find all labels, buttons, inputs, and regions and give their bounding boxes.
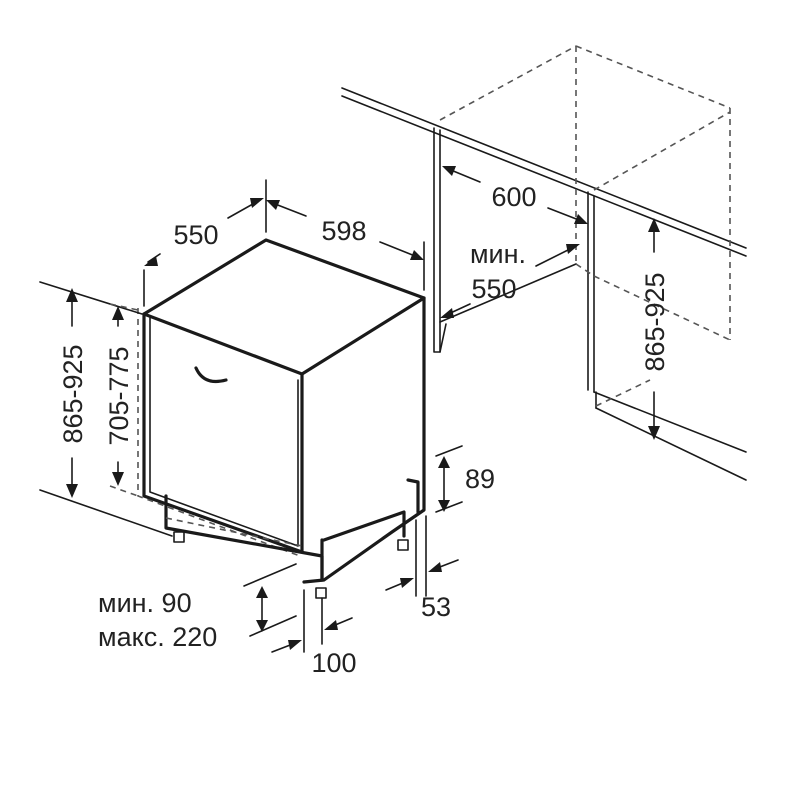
foot-rear-right bbox=[397, 539, 409, 551]
niche-dash-bottom bbox=[593, 275, 731, 341]
dim-100-arrow-left bbox=[288, 640, 302, 650]
niche-scene: 600 мин. 550 865-925 bbox=[341, 45, 747, 481]
foot-front-left bbox=[173, 531, 185, 543]
label-foot-offset: 53 bbox=[421, 592, 451, 622]
niche-dash-bottom-join bbox=[575, 263, 595, 277]
dim-705-ext-bottom bbox=[109, 485, 139, 497]
dim-550-arrow-right bbox=[250, 198, 264, 208]
unit-top-face bbox=[142, 238, 426, 376]
dim-865-arrow-top bbox=[66, 288, 78, 302]
right-cabinet-floor bbox=[595, 407, 747, 481]
dim-550-arrow-left bbox=[144, 256, 158, 266]
right-cabinet-base bbox=[593, 391, 747, 453]
dim-90-arrow-bottom bbox=[256, 620, 268, 632]
unit-rear-step bbox=[406, 478, 420, 514]
label-niche-depth-value: 550 bbox=[471, 274, 516, 304]
label-unit-depth: 550 bbox=[173, 220, 218, 250]
dim-53-arrow-right bbox=[428, 562, 442, 572]
dim-550-arrow-lower bbox=[440, 308, 454, 318]
unit-dimensions: 550 598 865-925 705-775 89 bbox=[58, 179, 495, 678]
dim-550-arrow-upper bbox=[566, 244, 580, 254]
dim-89-ext-bottom bbox=[435, 501, 463, 513]
dim-598-arrow-left bbox=[266, 200, 280, 210]
ref-line-top-left bbox=[39, 281, 143, 315]
niche-dash-top-left bbox=[439, 45, 577, 121]
label-niche-height: 865-925 bbox=[640, 272, 670, 371]
dim-90-ext-bottom bbox=[249, 615, 297, 637]
dim-niche-height-arrow-top bbox=[648, 218, 660, 232]
dim-598-arrow-right bbox=[410, 250, 424, 260]
countertop-edge-top bbox=[341, 87, 747, 249]
dim-90-ext-top bbox=[243, 563, 297, 587]
niche-dash-top-back bbox=[575, 45, 731, 109]
dim-100-arrow-right bbox=[324, 620, 338, 630]
door-handle bbox=[194, 366, 228, 384]
label-inner-height: 705-775 bbox=[104, 346, 134, 445]
niche-floor-left bbox=[439, 263, 577, 323]
label-niche-width: 600 bbox=[491, 182, 536, 212]
dishwasher-unit bbox=[39, 238, 426, 599]
dim-89-arrow-bottom bbox=[438, 500, 450, 512]
unit-base-side bbox=[322, 510, 406, 542]
door-panel-dash bbox=[137, 308, 301, 557]
label-unit-height: 865-925 bbox=[58, 344, 88, 443]
label-unit-width: 598 bbox=[321, 216, 366, 246]
label-plinth-max: макс. 220 bbox=[98, 622, 217, 652]
label-plinth-height: 89 bbox=[465, 464, 495, 494]
dim-niche-height-arrow-bottom bbox=[648, 426, 660, 440]
dim-705-ext-top bbox=[109, 303, 139, 311]
label-niche-depth-prefix: мин. bbox=[470, 239, 526, 269]
dim-705-arrow-bottom bbox=[112, 472, 124, 486]
countertop-edge-bottom bbox=[341, 95, 747, 257]
niche-dash-floor bbox=[595, 379, 651, 407]
label-plinth-min: мин. 90 bbox=[98, 588, 192, 618]
dim-53-arrow-left bbox=[400, 578, 414, 588]
dim-600-arrow-left bbox=[442, 166, 456, 176]
left-cabinet-corner bbox=[439, 323, 447, 353]
unit-side-face bbox=[302, 296, 426, 584]
floor-line-left bbox=[39, 489, 173, 537]
unit-front-face bbox=[142, 312, 304, 554]
label-foot-depth: 100 bbox=[311, 648, 356, 678]
unit-door-inner bbox=[149, 317, 299, 547]
dim-90-arrow-top bbox=[256, 586, 268, 598]
dim-89-arrow-top bbox=[438, 456, 450, 468]
dim-705-arrow-top bbox=[112, 306, 124, 320]
dim-600-arrow-right bbox=[574, 214, 588, 224]
niche-dash-top-front bbox=[593, 111, 731, 191]
dim-865-arrow-bottom bbox=[66, 484, 78, 498]
plinth-dash bbox=[165, 517, 303, 547]
left-cabinet-side bbox=[433, 127, 441, 353]
foot-front-right bbox=[315, 587, 327, 599]
dim-89-ext-top bbox=[435, 445, 463, 457]
